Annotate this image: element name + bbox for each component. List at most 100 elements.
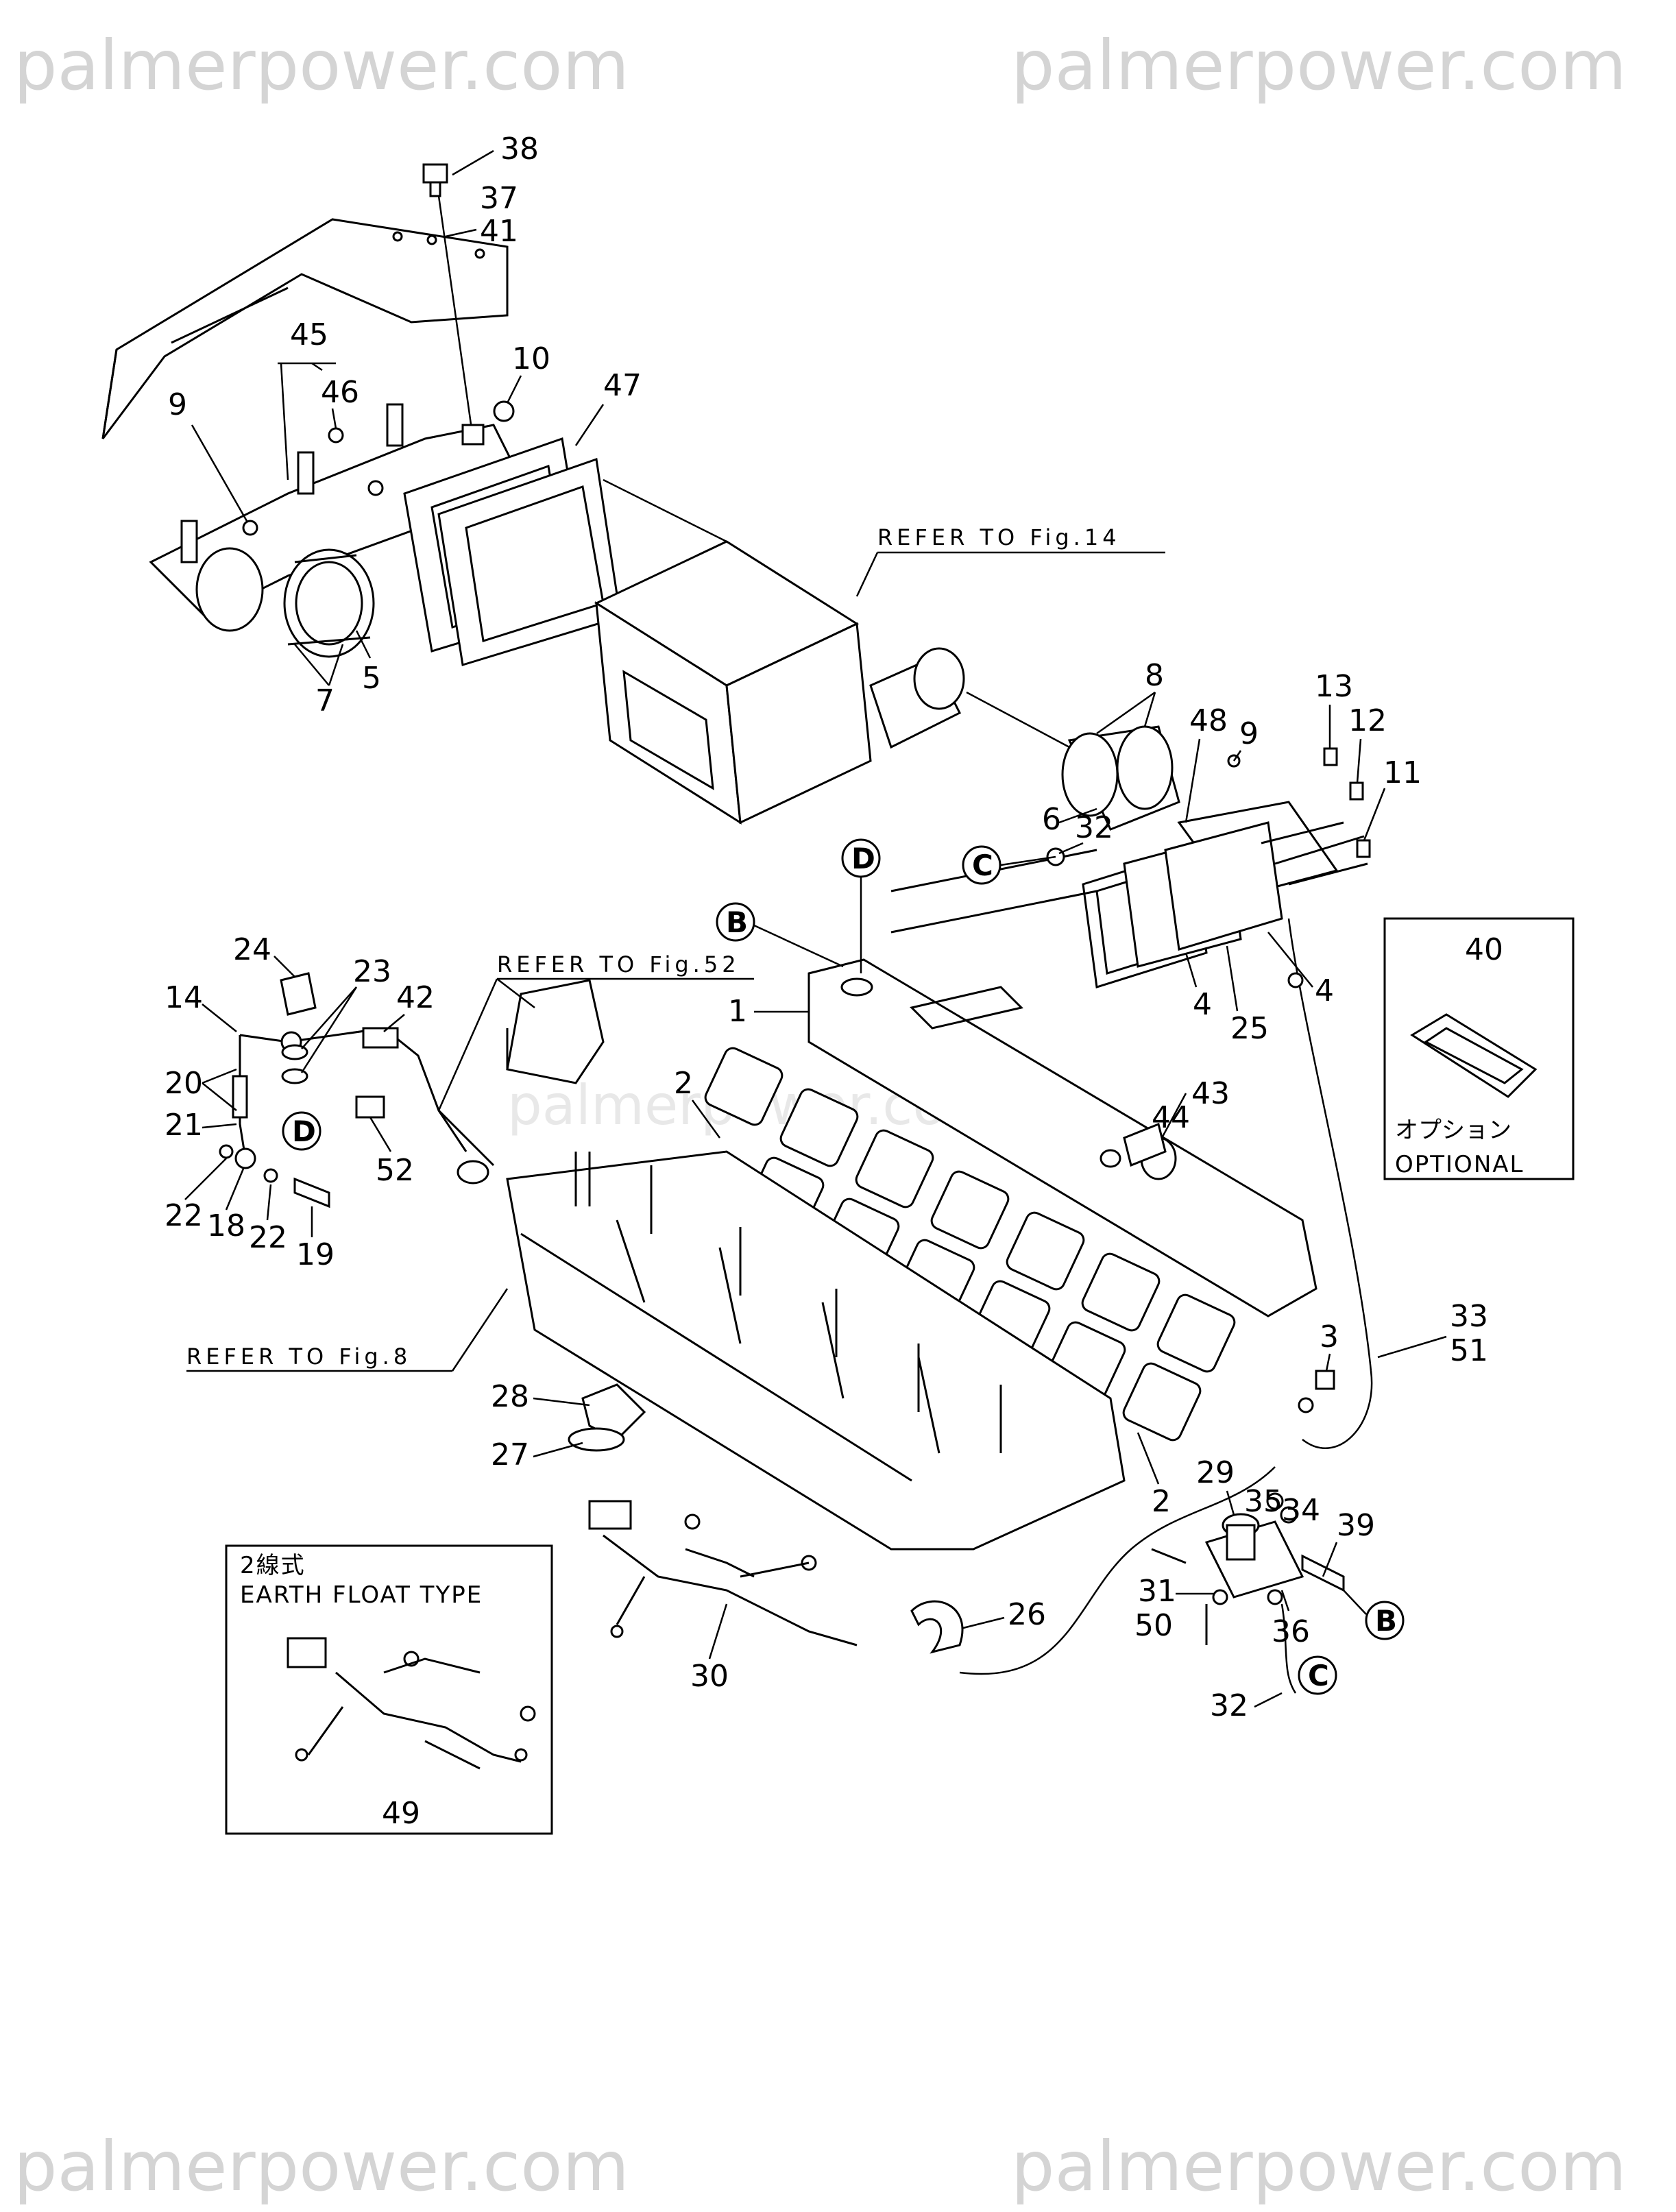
callout-47: 47 [603, 368, 642, 403]
earth-float-title-en: EARTH FLOAT TYPE [240, 1581, 483, 1609]
callout-35: 35 [1244, 1484, 1283, 1519]
callout-32b: 32 [1210, 1688, 1248, 1723]
ref-fig8-label: REFER TO Fig.8 [186, 1344, 411, 1370]
svg-text:C: C [1308, 1659, 1329, 1692]
callout-41: 41 [480, 214, 518, 249]
watermark-bottom-right: palmerpower.com [1011, 2126, 1627, 2207]
optional-label-en: OPTIONAL [1395, 1151, 1524, 1178]
callout-46: 46 [321, 375, 359, 410]
ref-fig8: REFER TO Fig.8 [186, 1288, 509, 1372]
callout-8: 8 [1145, 658, 1164, 693]
marker-b-top: B [716, 902, 755, 942]
callout-36: 36 [1272, 1614, 1310, 1649]
harness-30 [588, 1500, 858, 1646]
marker-c-top: C [962, 845, 1001, 885]
elbow-8 [966, 691, 1180, 831]
callout-10: 10 [512, 341, 550, 376]
watermark-top-left: palmerpower.com [14, 25, 629, 106]
marker-d-top: D [841, 838, 881, 878]
leak-off-line-33 [1287, 918, 1373, 1449]
bolts-11-12-13 [1046, 747, 1371, 1413]
cover-bracket [101, 218, 509, 439]
svg-text:C: C [972, 849, 993, 882]
svg-text:D: D [292, 1115, 316, 1148]
svg-text:B: B [726, 906, 748, 939]
callout-42: 42 [396, 980, 435, 1015]
bolt-10 [493, 400, 515, 422]
callout-11: 11 [1383, 755, 1422, 790]
earth-float-box [225, 1544, 553, 1835]
callout-19: 19 [296, 1237, 335, 1272]
watermark-top-right: palmerpower.com [1011, 25, 1627, 106]
callout-34: 34 [1282, 1493, 1320, 1528]
solenoid-29 [1151, 1492, 1345, 1645]
marker-b-bottom: B [1365, 1601, 1405, 1640]
callout-4b: 4 [1315, 973, 1334, 1008]
callout-51: 51 [1450, 1333, 1488, 1368]
callout-43: 43 [1191, 1076, 1230, 1111]
callout-6: 6 [1042, 802, 1061, 837]
callout-30: 30 [690, 1659, 729, 1694]
callout-14: 14 [165, 980, 203, 1015]
callout-48: 48 [1189, 703, 1228, 738]
callout-38: 38 [500, 132, 539, 167]
callout-21: 21 [165, 1108, 203, 1143]
plug-46 [328, 427, 344, 443]
ref-fig52-label: REFER TO Fig.52 [497, 951, 740, 977]
callout-33: 33 [1450, 1299, 1488, 1334]
callout-26: 26 [1008, 1597, 1046, 1632]
callout-39: 39 [1337, 1508, 1375, 1543]
earth-float-part-number: 49 [382, 1796, 420, 1831]
clamp-26 [910, 1600, 964, 1654]
callout-22b: 22 [249, 1220, 287, 1255]
callout-20: 20 [165, 1066, 203, 1101]
ref-fig14: REFER TO Fig.14 [855, 524, 1165, 597]
callout-13: 13 [1315, 669, 1353, 704]
marker-c-bottom: C [1298, 1655, 1337, 1695]
optional-box [1383, 917, 1575, 1180]
callout-9b: 9 [1239, 716, 1259, 751]
optional-label-jp: オプション [1395, 1117, 1511, 1144]
callout-31: 31 [1138, 1574, 1176, 1609]
callout-2a: 2 [674, 1066, 693, 1101]
watermark-bottom-left: palmerpower.com [14, 2126, 629, 2207]
callout-25: 25 [1230, 1011, 1269, 1046]
callout-27: 27 [491, 1437, 529, 1472]
callout-44: 44 [1152, 1100, 1190, 1135]
callout-32a: 32 [1075, 810, 1113, 845]
fuel-line-assembly [219, 972, 467, 1208]
bolt-9 [242, 520, 258, 536]
callout-3: 3 [1320, 1320, 1339, 1354]
callout-5: 5 [362, 661, 381, 696]
callout-18: 18 [207, 1208, 245, 1243]
marker-d-left: D [282, 1111, 321, 1151]
callout-37: 37 [480, 181, 518, 216]
callout-50: 50 [1134, 1608, 1173, 1643]
callout-24: 24 [233, 932, 271, 967]
callout-2b: 2 [1152, 1484, 1171, 1519]
bolt-38 [422, 163, 448, 197]
earth-float-title-jp: 2線式 [240, 1552, 306, 1579]
callout-52: 52 [376, 1153, 414, 1188]
svg-text:D: D [851, 842, 875, 875]
flange-assembly [1082, 801, 1368, 988]
callout-22a: 22 [165, 1198, 203, 1233]
leak-off-branch [1280, 1603, 1297, 1694]
cylinder-head [506, 1150, 1126, 1551]
optional-part-number: 40 [1465, 932, 1503, 967]
callout-1: 1 [728, 994, 747, 1029]
callout-29: 29 [1196, 1455, 1235, 1490]
svg-text:B: B [1375, 1604, 1397, 1638]
callout-12: 12 [1348, 703, 1387, 738]
intake-pipe [149, 403, 523, 658]
callout-28: 28 [491, 1379, 529, 1414]
callout-45: 45 [290, 317, 328, 352]
callout-7: 7 [315, 683, 335, 718]
fitting-43 [1100, 1122, 1167, 1168]
callout-4a: 4 [1193, 987, 1212, 1022]
aftercooler [594, 478, 965, 825]
ref-fig14-label: REFER TO Fig.14 [877, 524, 1121, 550]
callouts: 38 37 41 45 46 9 10 47 7 5 8 13 12 11 48… [165, 132, 1488, 1723]
callout-9a: 9 [168, 387, 187, 422]
